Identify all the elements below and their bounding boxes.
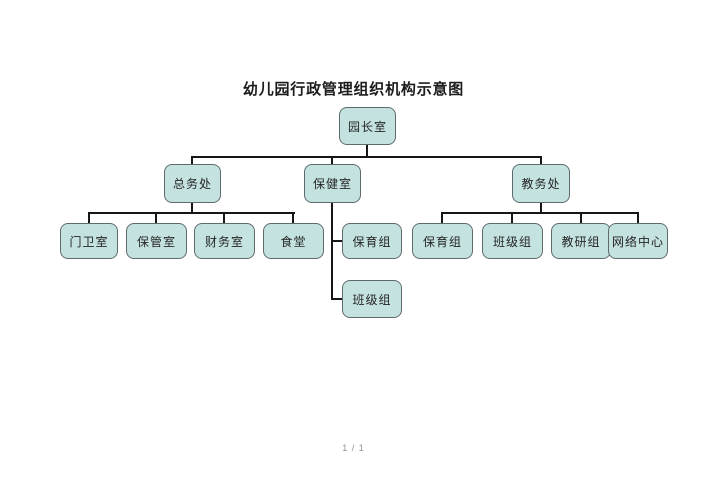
org-node-childcare-group-health: 保育组 [342,223,402,259]
org-node-gate-room: 门卫室 [60,223,118,259]
org-node-class-group-health: 班级组 [342,280,402,318]
connector-line [366,145,368,158]
connector-line [88,212,90,223]
connector-line [331,298,343,300]
org-node-childcare-group-academic: 保育组 [412,223,473,259]
connector-line [441,212,639,214]
org-node-principal-office: 园长室 [339,107,396,145]
org-node-network-center: 网络中心 [608,223,668,259]
connector-line [331,156,333,165]
org-node-finance-room: 财务室 [194,223,255,259]
connector-line [88,212,295,214]
connector-line [191,203,193,214]
connector-line [331,203,333,300]
connector-line [223,212,225,223]
connector-line [191,156,193,165]
org-node-storage-room: 保管室 [126,223,187,259]
org-node-health-room: 保健室 [304,164,361,203]
org-node-canteen: 食堂 [263,223,324,259]
connector-line [191,156,542,158]
org-node-general-affairs-office: 总务处 [164,164,221,203]
page-indicator: 1 / 1 [342,443,365,453]
connector-line [540,203,542,214]
connector-line [580,212,582,223]
org-node-class-group-academic: 班级组 [482,223,543,259]
org-node-teaching-research-group: 教研组 [551,223,611,259]
connector-line [637,212,639,223]
connector-line [155,212,157,223]
connector-line [540,156,542,165]
diagram-title: 幼儿园行政管理组织机构示意图 [242,81,465,98]
connector-line [511,212,513,223]
connector-line [441,212,443,223]
connector-line [292,212,294,223]
org-node-academic-affairs-office: 教务处 [512,164,570,203]
connector-line [331,240,343,242]
